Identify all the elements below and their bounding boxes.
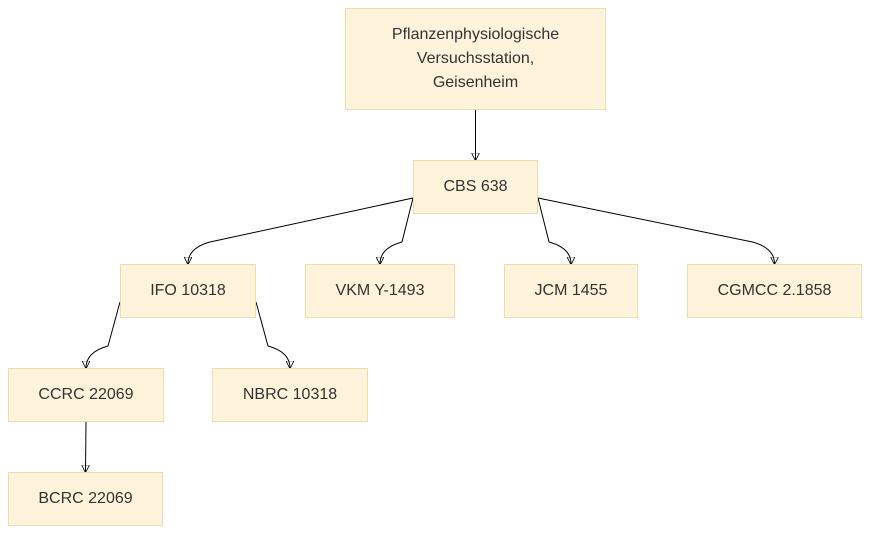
node-ifo-10318: IFO 10318 — [120, 264, 256, 318]
edge-ifo-to-nbrc — [255, 301, 290, 368]
node-ccrc-22069: CCRC 22069 — [8, 368, 164, 422]
node-root: Pflanzenphysiologische Versuchsstation, … — [345, 8, 606, 110]
edge-cbs-to-ifo — [188, 197, 414, 264]
node-jcm-1455: JCM 1455 — [504, 264, 638, 318]
node-cbs-638: CBS 638 — [413, 160, 538, 214]
node-vkm-y-1493: VKM Y-1493 — [305, 264, 455, 318]
edge-ccrc-to-bcrc — [86, 421, 87, 472]
node-nbrc-10318: NBRC 10318 — [212, 368, 368, 422]
edge-cbs-to-cgmcc — [537, 197, 775, 264]
edge-cbs-to-jcm — [537, 197, 571, 264]
node-bcrc-22069: BCRC 22069 — [8, 472, 163, 526]
edge-cbs-to-vkm — [380, 197, 414, 264]
node-cgmcc-2-1858: CGMCC 2.1858 — [687, 264, 862, 318]
edge-ifo-to-ccrc — [86, 301, 121, 368]
